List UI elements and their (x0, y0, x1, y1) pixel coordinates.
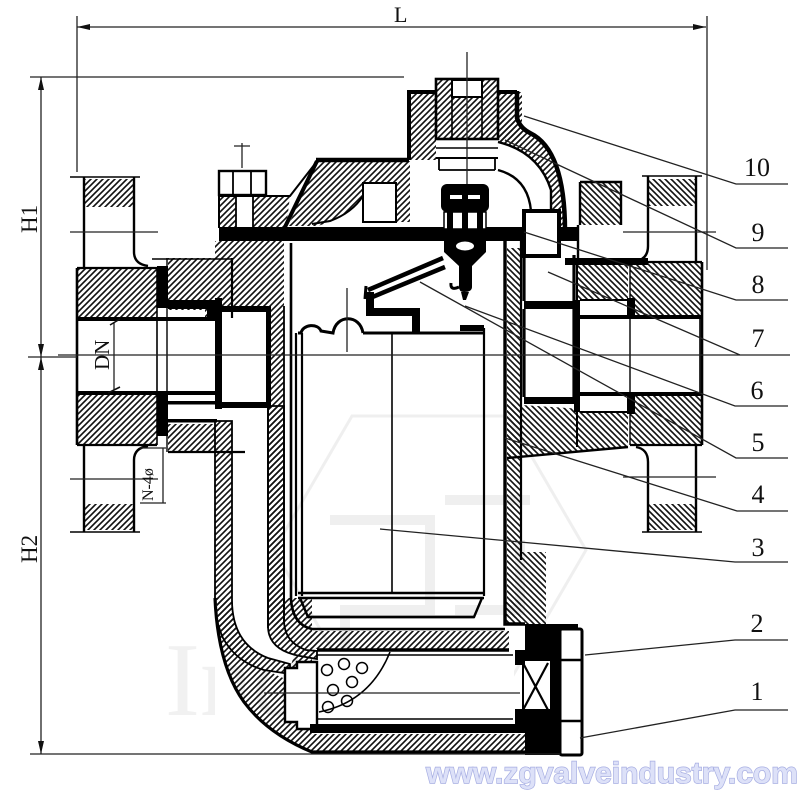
svg-text:H1: H1 (17, 205, 42, 233)
svg-text:9: 9 (752, 218, 765, 247)
svg-text:2: 2 (751, 609, 764, 638)
svg-text:8: 8 (752, 270, 765, 299)
svg-text:H2: H2 (17, 535, 42, 563)
svg-text:DN: DN (90, 340, 114, 370)
svg-text:3: 3 (752, 533, 765, 562)
svg-text:6: 6 (751, 376, 764, 405)
svg-text:10: 10 (744, 153, 770, 182)
svg-text:www.zgvalveindustry.com: www.zgvalveindustry.com (425, 757, 798, 790)
svg-text:5: 5 (752, 428, 765, 457)
svg-text:L: L (394, 2, 407, 27)
svg-text:7: 7 (752, 324, 765, 353)
svg-text:1: 1 (751, 677, 764, 706)
svg-text:4: 4 (752, 480, 765, 509)
svg-text:N-4ø: N-4ø (140, 468, 157, 501)
